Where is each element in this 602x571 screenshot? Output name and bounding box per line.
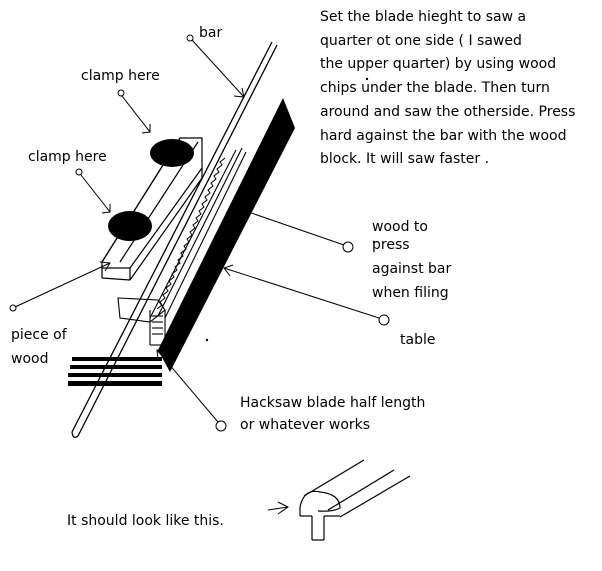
saw-teeth (156, 157, 226, 310)
wood-press-label-2: press (372, 237, 410, 253)
hacksaw-label-1: Hacksaw blade half length (240, 395, 426, 411)
bar-label: bar (199, 25, 223, 41)
clamp-lower-label: clamp here (28, 149, 107, 165)
instructions-note: Set the blade hieght to saw a quarter ot… (320, 6, 595, 172)
piece-of-wood-label-2: wood (11, 351, 49, 367)
instruction-line: hard against the bar with the wood (320, 127, 567, 144)
clamp-lower (108, 211, 152, 241)
leader-lines (9, 34, 390, 515)
wood-press-label-4: when filing (372, 285, 449, 301)
hacksaw-label-2: or whatever works (240, 417, 371, 433)
instruction-line: block. It will saw faster . (320, 151, 490, 168)
wood-press-label-1: wood to (372, 219, 428, 235)
look-like-label: It should look like this. (67, 513, 224, 529)
table-base (158, 98, 295, 372)
piece-of-wood-stripes (68, 357, 162, 386)
clamp-upper (150, 139, 194, 167)
profile-sketch (299, 459, 411, 541)
wood-press-label-3: against bar (372, 261, 452, 277)
table-label: table (400, 332, 436, 348)
bar-rod (71, 41, 278, 438)
stray-marks (178, 77, 376, 346)
instruction-line: around and saw the otherside. Press (320, 103, 576, 120)
piece-of-wood-label-1: piece of (11, 327, 67, 343)
instruction-line: Set the blade hieght to saw a (320, 9, 527, 25)
instruction-line: chips under the blade. Then turn (320, 80, 550, 97)
instruction-line: quarter ot one side ( I sawed (320, 32, 522, 49)
instruction-line: the upper quarter) by using wood (320, 56, 557, 73)
press-block (117, 297, 166, 346)
hacksaw-blade (149, 147, 253, 343)
clamp-upper-label: clamp here (81, 68, 160, 84)
